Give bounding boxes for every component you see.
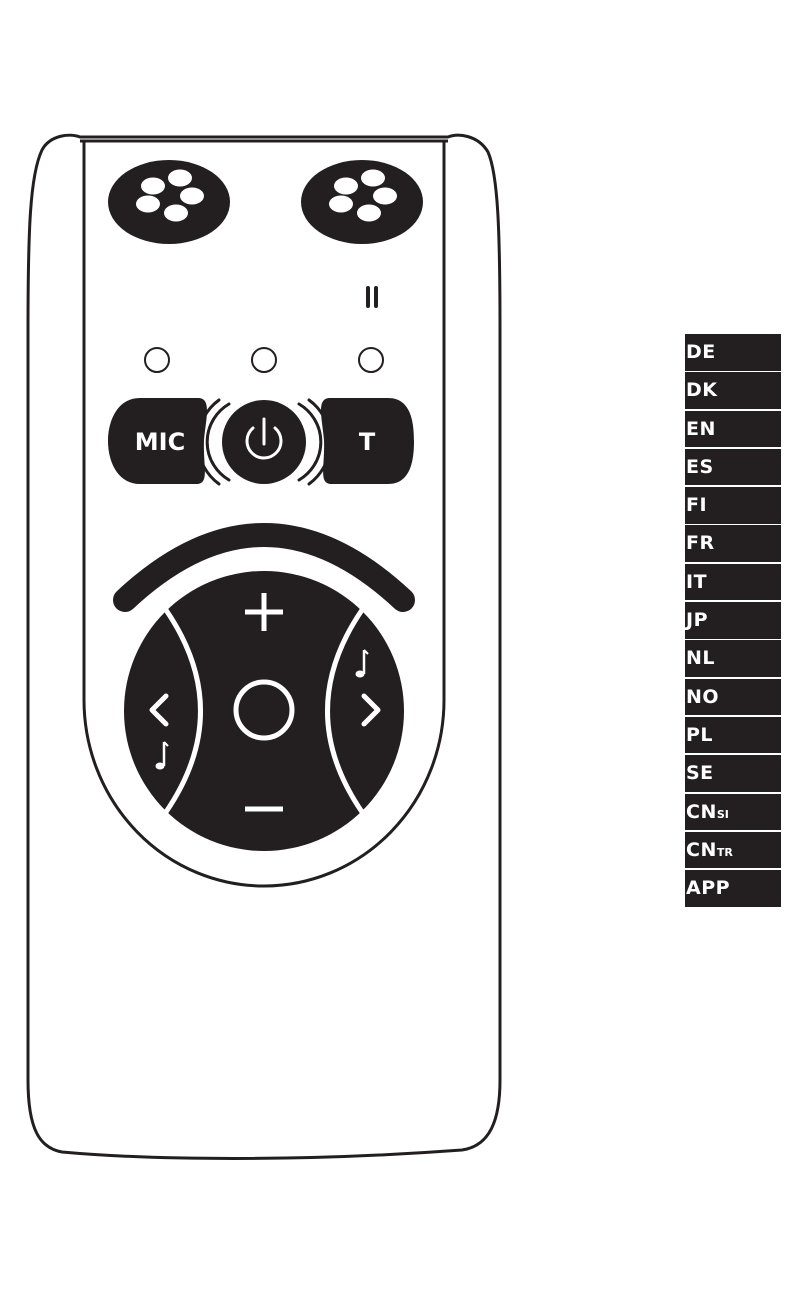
mic-button[interactable]: MIC [108,398,207,484]
language-tab-code: NO [686,686,719,708]
language-tab-code: DK [686,379,718,401]
language-tab-subscript: TR [717,846,733,859]
telecoil-button[interactable]: T [321,398,414,484]
right-speaker-grille [301,160,423,244]
language-tab-code: ES [686,456,714,478]
language-tab-cnsi[interactable]: CNSI [685,794,781,831]
volume-down-button[interactable] [214,780,314,840]
language-tab-code: SE [686,762,714,784]
language-tab-fr[interactable]: FR [685,525,781,562]
language-tab-cntr[interactable]: CNTR [685,832,781,869]
power-button[interactable] [198,400,331,484]
language-tab-code: IT [686,571,707,593]
language-tab-code: JP [686,609,708,631]
language-tab-it[interactable]: IT [685,564,781,601]
language-tab-code: CN [686,801,717,823]
language-tab-de[interactable]: DE [685,334,781,371]
language-tab-code: PL [686,724,713,746]
language-tab-es[interactable]: ES [685,449,781,486]
led-indicator-left [145,348,169,372]
mic-button-label: MIC [135,428,185,456]
language-tab-code: DE [686,341,716,363]
language-tab-no[interactable]: NO [685,679,781,716]
language-tab-dk[interactable]: DK [685,372,781,409]
language-tab-code: FR [686,532,715,554]
language-tab-code: APP [686,877,730,899]
telecoil-button-label: T [359,428,376,456]
language-tab-code: CN [686,839,717,861]
language-tab-code: NL [686,647,715,669]
language-tab-code: FI [686,494,707,516]
left-speaker-grille [108,160,230,244]
language-tab-code: EN [686,418,716,440]
language-tab-nl[interactable]: NL [685,640,781,677]
language-tab-se[interactable]: SE [685,755,781,792]
language-tab-jp[interactable]: JP [685,602,781,639]
volume-up-button[interactable] [214,575,314,635]
language-tab-en[interactable]: EN [685,411,781,448]
led-indicator-center [252,348,276,372]
language-tab-app[interactable]: APP [685,870,781,907]
language-tab-fi[interactable]: FI [685,487,781,524]
led-indicator-right [359,348,383,372]
language-tab-subscript: SI [717,808,729,821]
microphone-slot-icon [366,286,378,308]
language-tab-pl[interactable]: PL [685,717,781,754]
